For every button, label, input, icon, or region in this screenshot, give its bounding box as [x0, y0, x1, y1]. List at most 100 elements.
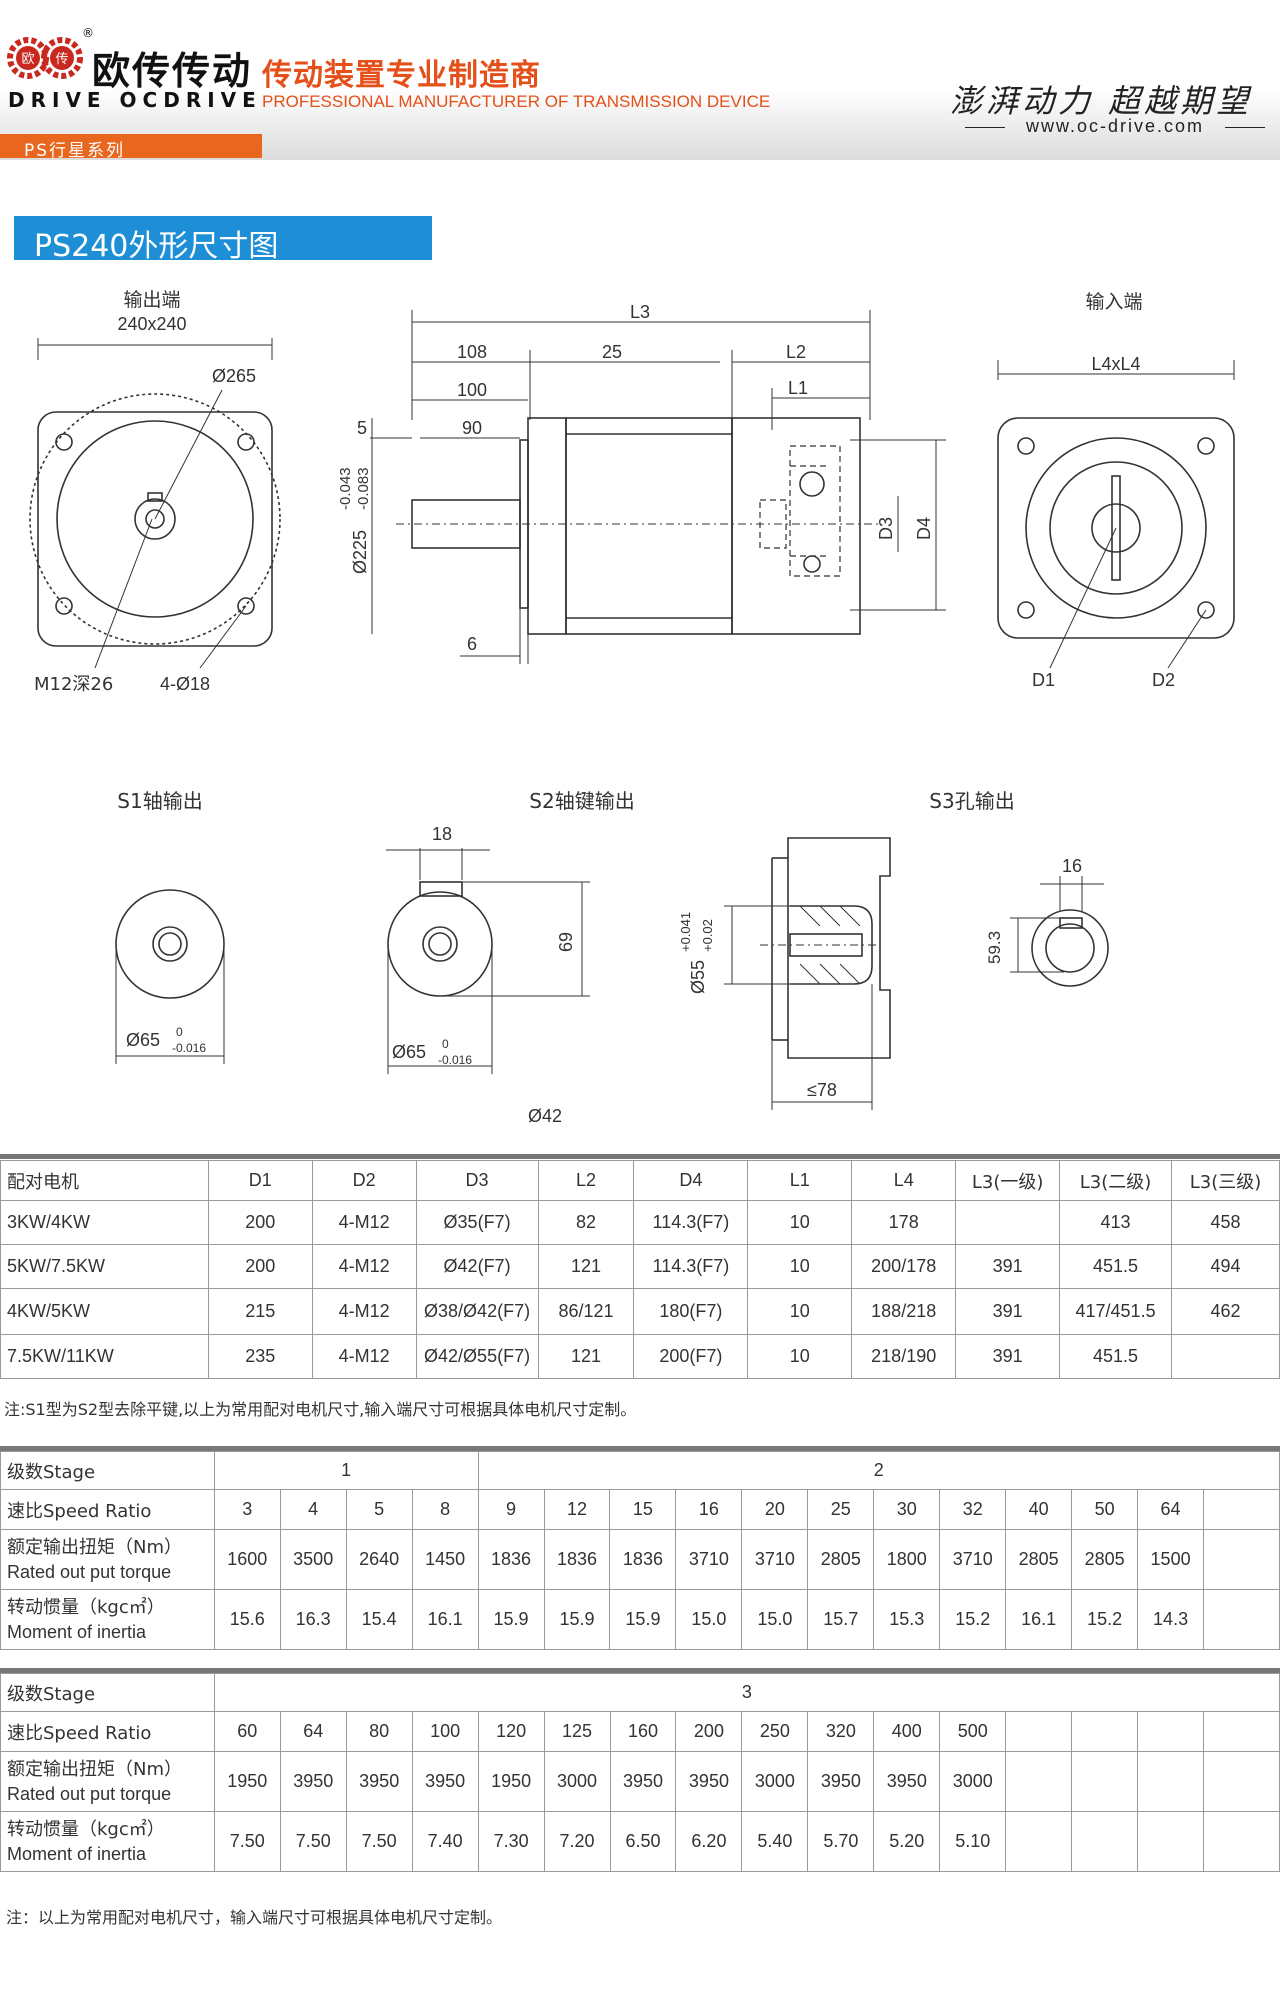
brand-name-cn: 欧传传动: [92, 49, 253, 93]
inertia-cell: 15.0: [741, 1589, 809, 1650]
label-s3-tol-upper: +0.041: [678, 912, 693, 952]
page-header: [0, 0, 1280, 160]
label-output-end: 输出端: [123, 289, 180, 311]
label-holes: 4-Ø18: [160, 674, 210, 694]
table-cell: 458: [1171, 1200, 1280, 1245]
table-cell: 86/121: [537, 1288, 635, 1335]
table-cell: 4-M12: [311, 1334, 417, 1379]
torque-cell: [1202, 1751, 1280, 1812]
inertia-cell: 15.2: [939, 1589, 1007, 1650]
table-cell: 200/178: [851, 1244, 957, 1289]
table-cell: 114.3(F7): [633, 1244, 749, 1289]
input-hole: [1197, 437, 1215, 455]
label-output-size: 240x240: [117, 314, 186, 334]
inertia-cell: 7.30: [477, 1811, 545, 1872]
website-url[interactable]: www.oc-drive.com: [1025, 116, 1205, 136]
table-cell: 4KW/5KW: [0, 1288, 209, 1335]
torque-cell: 1500: [1137, 1529, 1205, 1590]
ratio-cell: [1137, 1711, 1204, 1752]
ratio-cell: 320: [807, 1711, 875, 1752]
torque-cell: 2805: [1071, 1529, 1139, 1590]
torque-row: 额定输出扭矩（Nm） Rated out put torque 1600 350…: [0, 1529, 1280, 1590]
label-5: 5: [357, 418, 367, 438]
website-line-right: [1225, 127, 1265, 128]
table-row: 4KW/5KW 215 4-M12 Ø38/Ø42(F7) 86/121 180…: [0, 1288, 1280, 1335]
th-d1: D1: [207, 1160, 313, 1201]
table-cell: Ø42(F7): [415, 1244, 539, 1289]
stage-label: 级数Stage: [0, 1673, 215, 1712]
ratio-cell: 25: [807, 1489, 875, 1530]
inertia-label-cn: 转动惯量（kgc㎡）: [7, 1596, 165, 1618]
table-row: 7.5KW/11KW 235 4-M12 Ø42/Ø55(F7) 121 200…: [0, 1334, 1280, 1379]
table-cell: 451.5: [1059, 1244, 1173, 1289]
label-D2: D2: [1152, 670, 1175, 690]
table-cell: 391: [955, 1288, 1061, 1335]
table-cell: 114.3(F7): [633, 1200, 749, 1245]
table-cell: 413: [1059, 1200, 1173, 1245]
torque-cell: 3950: [807, 1751, 875, 1812]
ratio-cell: 120: [477, 1711, 545, 1752]
th-l4: L4: [851, 1160, 957, 1201]
table-cell: 200: [207, 1200, 313, 1245]
label-D3: D3: [876, 517, 896, 540]
torque-label-cn: 额定输出扭矩（Nm）: [7, 1536, 182, 1558]
torque-cell: 3950: [873, 1751, 941, 1812]
label-s2: S2轴键输出: [529, 789, 634, 813]
label-s1-tol-lower: -0.016: [172, 1041, 206, 1055]
ratio-cell: 64: [1137, 1489, 1205, 1530]
ratio-cell: 60: [213, 1711, 281, 1752]
table-cell: 391: [955, 1334, 1061, 1379]
stage-2: 2: [477, 1451, 1280, 1490]
label-s2-tol-upper: 0: [442, 1037, 449, 1051]
inertia-cell: 5.70: [807, 1811, 875, 1872]
torque-cell: 3950: [279, 1751, 347, 1812]
spec-table-1: 级数Stage 1 2 速比Speed Ratio 3 4 5 8 9 12 1…: [0, 1451, 1280, 1650]
input-hole: [1197, 601, 1215, 619]
table-cell: 10: [747, 1244, 853, 1289]
label-D1: D1: [1032, 670, 1055, 690]
inertia-cell: 7.20: [543, 1811, 611, 1872]
torque-cell: 3710: [741, 1529, 809, 1590]
input-hole: [1017, 437, 1035, 455]
title-box: [14, 216, 432, 260]
ratio-cell: 20: [741, 1489, 809, 1530]
torque-cell: 3950: [345, 1751, 413, 1812]
inertia-cell: 5.20: [873, 1811, 941, 1872]
torque-label-en: Rated out put torque: [7, 1783, 172, 1804]
label-s1: S1轴输出: [117, 789, 202, 813]
th-l3-1: L3(一级): [955, 1160, 1061, 1201]
ratio-cell: 50: [1071, 1489, 1139, 1530]
footer-note: 注：以上为常用配对电机尺寸，输入端尺寸可根据具体电机尺寸定制。: [6, 1908, 503, 1927]
inertia-cell: 15.3: [873, 1589, 941, 1650]
inertia-cell: [1137, 1811, 1204, 1872]
th-l3-3: L3(三级): [1171, 1160, 1280, 1201]
output-shaft: [411, 499, 521, 549]
ratio-row: 速比Speed Ratio 3 4 5 8 9 12 15 16 20 25 3…: [0, 1489, 1280, 1530]
s3-hole: [1031, 909, 1109, 987]
brand-name-en: DRIVE OCDRIVE: [8, 88, 262, 112]
label-s3: S3孔输出: [929, 789, 1014, 813]
label-s3-tol-lower: +0.02: [700, 919, 715, 952]
inertia-cell: 7.50: [213, 1811, 281, 1872]
motor-table-bar: [0, 1154, 1280, 1159]
ratio-cell: 16: [675, 1489, 743, 1530]
table-cell: 4-M12: [311, 1200, 417, 1245]
ratio-cell: 9: [477, 1489, 545, 1530]
label-25: 25: [602, 342, 622, 362]
table-cell: 3KW/4KW: [0, 1200, 209, 1245]
th-l2: L2: [537, 1160, 635, 1201]
ratio-row: 速比Speed Ratio 60 64 80 100 120 125 160 2…: [0, 1711, 1280, 1752]
ratio-cell: [1202, 1711, 1280, 1752]
inertia-cell: 15.4: [345, 1589, 413, 1650]
output-flange: [37, 411, 273, 647]
table-cell: 188/218: [851, 1288, 957, 1335]
slogan: 澎湃动力 超越期望: [950, 82, 1253, 120]
page-title: PS240外形尺寸图: [34, 229, 279, 264]
ratio-cell: 4: [279, 1489, 347, 1530]
inertia-label: 转动惯量（kgc㎡） Moment of inertia: [0, 1811, 215, 1872]
ratio-label: 速比Speed Ratio: [0, 1489, 215, 1530]
series-label: PS行星系列: [24, 141, 126, 161]
series-bar: [0, 134, 262, 158]
label-L1: L1: [788, 378, 808, 398]
inertia-cell: 15.9: [609, 1589, 677, 1650]
